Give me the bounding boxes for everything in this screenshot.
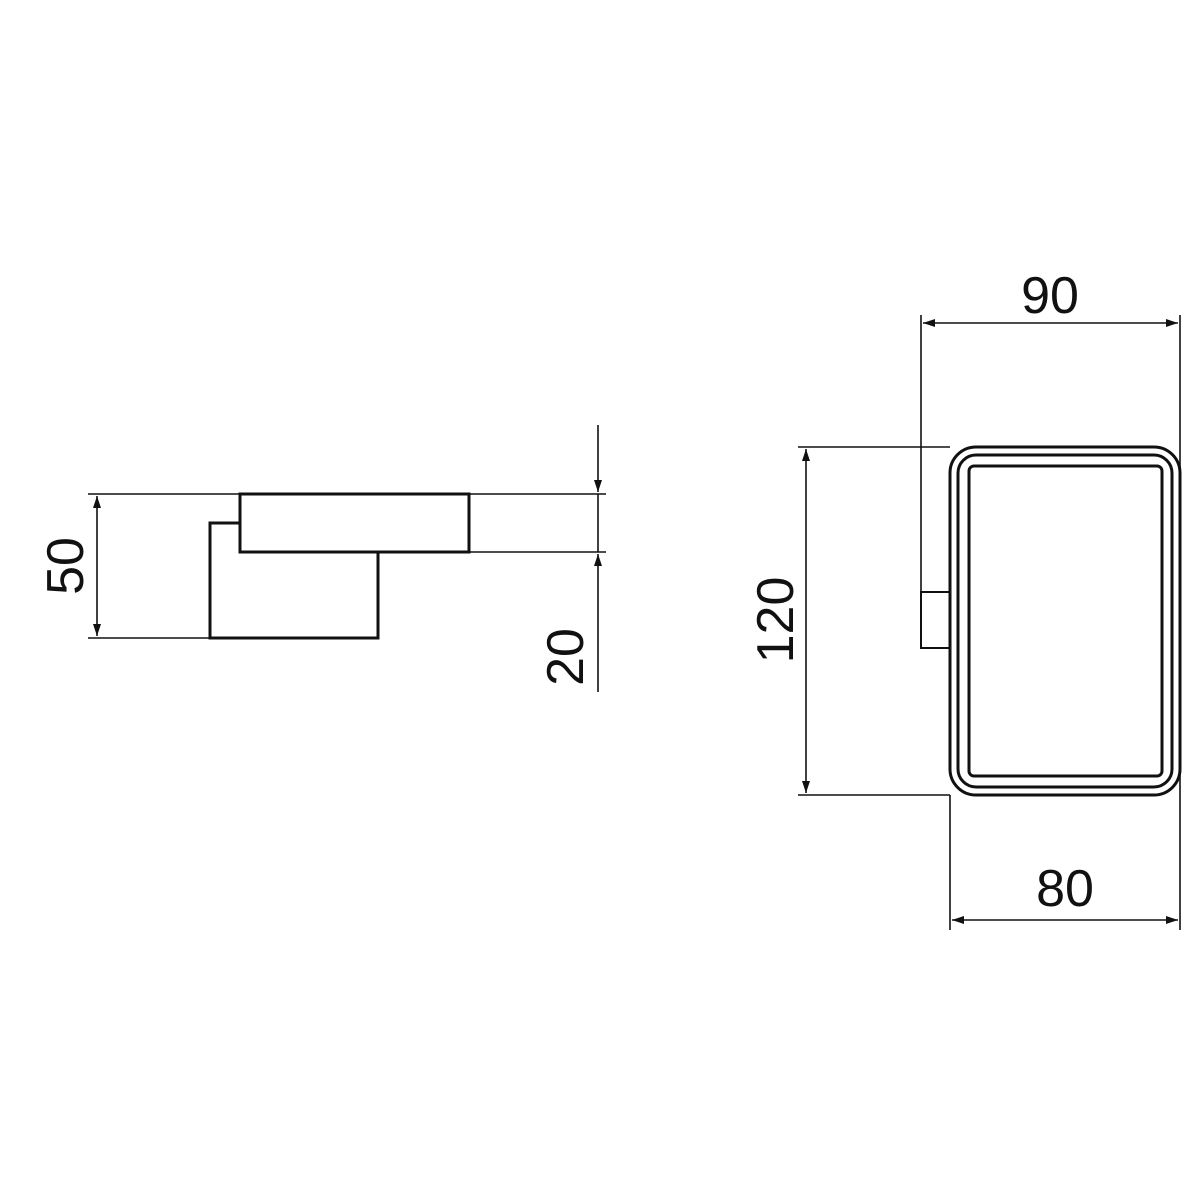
body-outline [208,521,380,640]
inner-frame [956,453,1174,789]
wall-mount [920,591,951,649]
side-view: 50 20 [37,425,606,692]
dimension-body-width: 80 [1036,860,1094,918]
dimension-projection-width: 90 [1021,267,1079,325]
glass-panel [967,464,1164,778]
dimension-height: 120 [747,577,805,664]
dimension-total-height: 50 [37,537,95,595]
dimension-plate-thickness: 20 [537,628,595,686]
outer-frame [948,445,1182,797]
top-plate-outline [238,492,471,554]
front-view: 90 120 80 [747,267,1182,930]
